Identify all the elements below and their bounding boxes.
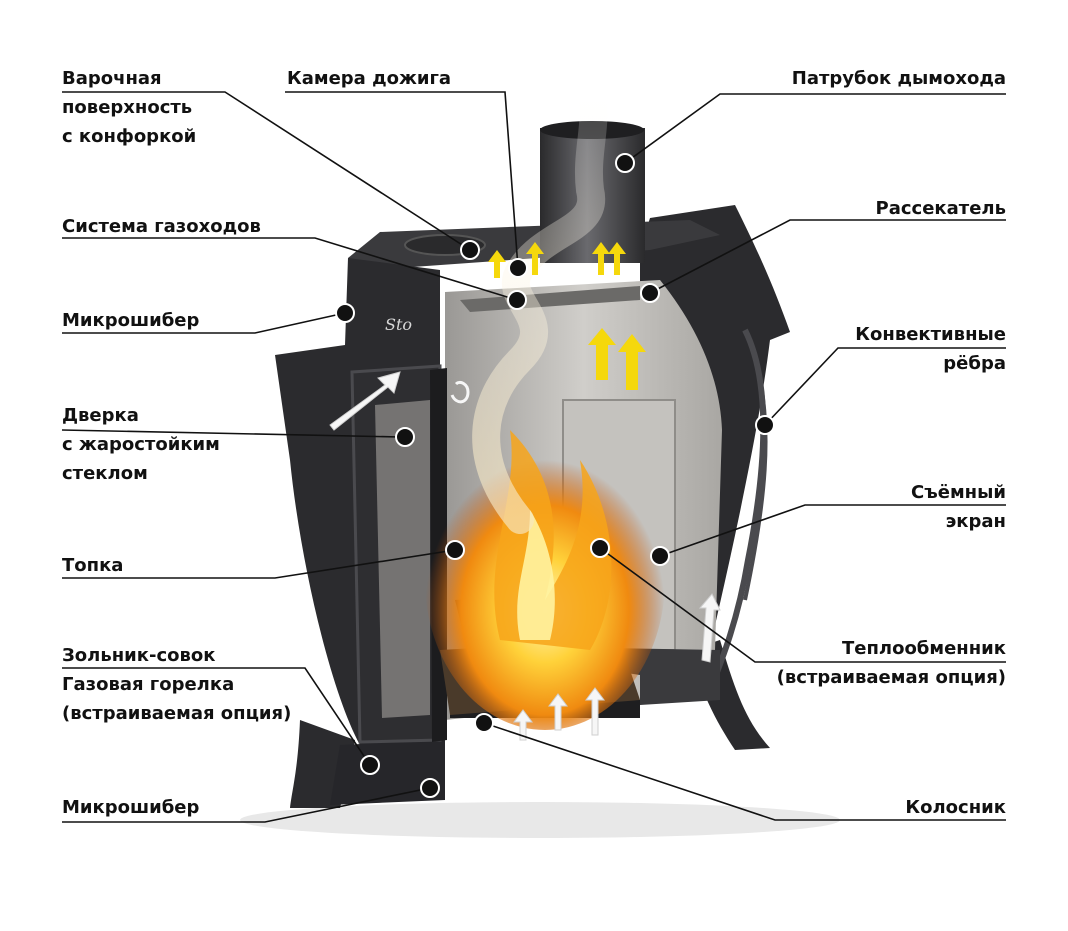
label-cooktop: Варочная поверхность с конфоркой [62,68,197,147]
label-removable-screen: Съёмный экран [911,482,1006,532]
leader-ash-pan [62,667,371,766]
leader-afterburn [285,91,519,269]
convection-rib [743,369,768,601]
leader-micro-damper-bottom [62,787,431,823]
flame [517,510,555,640]
leader-grate [483,722,1006,821]
label-heat-exchanger: Теплообменник (встраиваемая опция) [776,638,1006,688]
label-micro-damper-bottom: Микрошибер [62,797,200,818]
leader-firebox [62,549,456,579]
leader-lines [61,91,1006,823]
label-micro-damper-top: Микрошибер [62,310,200,331]
label-flue-system: Система газоходов [62,216,261,237]
label-gas-burner: Газовая горелка (встраиваемая опция) [62,674,292,724]
leader-removable-screen [659,504,1006,557]
hot-air-arrow-icon [488,242,646,390]
splitter [460,286,640,312]
label-firebox: Топка [62,555,124,576]
leader-convection-ribs [764,347,1006,426]
label-door: Дверка с жаростойким стеклом [62,405,220,484]
leader-flue-system [62,237,518,301]
stove-body-lower [330,740,445,805]
leader-cooktop [62,91,471,251]
label-flue-pipe: Патрубок дымохода [791,68,1006,89]
label-afterburn: Камера дожига [287,68,452,89]
label-convection-ribs: Конвективные рёбра [855,324,1006,374]
leader-flue-pipe [624,93,1006,164]
leader-heat-exchanger [599,547,1006,663]
label-grate: Колосник [905,797,1006,818]
floor-shadow [240,802,840,838]
air-swirl [450,380,470,404]
leader-door [61,429,401,438]
label-ash-pan: Зольник-совок [62,645,216,666]
leader-micro-damper-top [62,312,346,334]
label-dot-icon [335,153,775,798]
leader-splitter [649,219,1006,294]
door-glass [375,400,430,718]
brand-logo: Sto [385,315,412,334]
label-splitter: Рассекатель [875,198,1006,219]
